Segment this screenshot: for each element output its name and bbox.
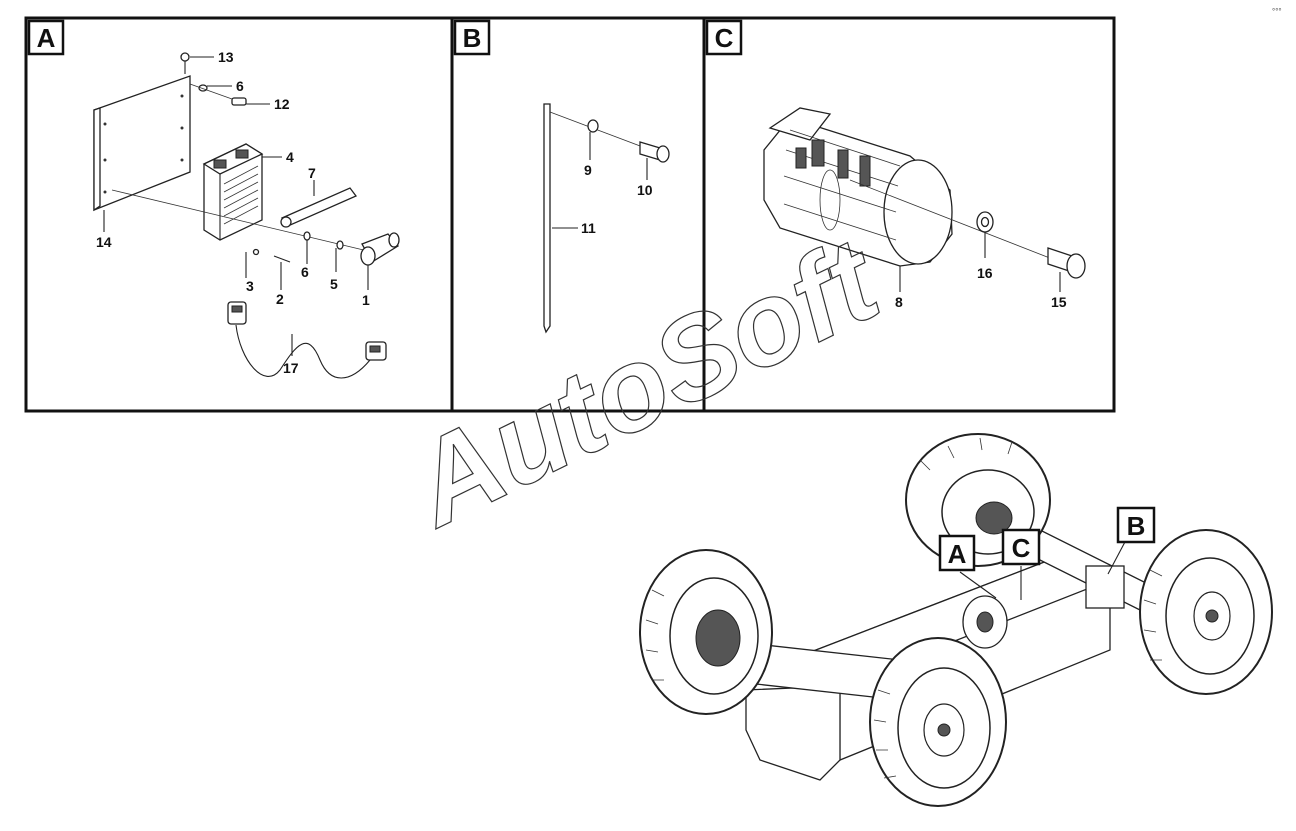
rod-11 (543, 103, 551, 334)
callout-7: 7 (308, 165, 316, 181)
panel-b-label: B (463, 23, 482, 53)
wheel-rear-right (869, 637, 1007, 807)
callout-8: 8 (895, 294, 903, 310)
callout-14: 14 (96, 234, 112, 250)
mounting-plate (93, 75, 191, 211)
wheel-front-left (905, 433, 1051, 567)
motor-8 (763, 107, 953, 267)
callout-11: 11 (581, 220, 596, 236)
callout-6-bottom: 6 (301, 264, 309, 280)
controller-module (202, 143, 264, 241)
callout-17: 17 (283, 360, 299, 376)
callout-4: 4 (286, 149, 294, 165)
watermark-text: AutoSoft (389, 212, 901, 552)
wheel-front-right (1139, 529, 1273, 695)
callout-13: 13 (218, 49, 234, 65)
pin-10 (639, 141, 670, 163)
corner-mark: °°° (1272, 7, 1282, 16)
cable-7 (280, 187, 358, 227)
callout-6-top: 6 (236, 78, 244, 94)
bolt-15 (1047, 247, 1086, 279)
vehicle-tag-a: A (938, 534, 976, 572)
bolt-2 (273, 255, 291, 263)
callouts-panel-b: 9 10 11 (581, 162, 653, 236)
vehicle-tag-c: C (1001, 528, 1041, 566)
nut-5 (336, 240, 344, 250)
callout-2: 2 (276, 291, 284, 307)
svg-text:A: A (948, 539, 967, 569)
svg-text:C: C (1012, 533, 1031, 563)
terminal-1 (360, 232, 400, 266)
callouts-panel-a: 13 6 12 4 7 14 3 2 6 5 1 17 (96, 49, 370, 376)
panel-a-label: A (37, 23, 56, 53)
vehicle-tag-b: B (1116, 506, 1156, 544)
panel-c-parts (763, 107, 1086, 292)
callout-12: 12 (274, 96, 290, 112)
panel-a-parts (93, 52, 400, 379)
callout-3: 3 (246, 278, 254, 294)
wheel-rear-left (639, 549, 773, 715)
callout-16: 16 (977, 265, 993, 281)
screw-13 (180, 52, 190, 62)
drive-unit (1085, 565, 1125, 609)
callouts-panel-c: 16 15 8 (895, 265, 1067, 310)
rear-block (745, 685, 841, 781)
panel-b-parts (543, 103, 670, 334)
callout-9: 9 (584, 162, 592, 178)
callout-5: 5 (330, 276, 338, 292)
washer-6-bottom (303, 231, 311, 241)
svg-text:B: B (1127, 511, 1146, 541)
panel-c-label: C (715, 23, 734, 53)
washer-9 (587, 119, 599, 133)
callout-1: 1 (362, 292, 370, 308)
callout-15: 15 (1051, 294, 1067, 310)
callout-10: 10 (637, 182, 653, 198)
washer-3 (252, 248, 260, 256)
bolt-12 (231, 97, 247, 106)
panel-c: C (702, 16, 1116, 413)
vehicle-chassis: A C B (639, 433, 1273, 807)
harness-17 (227, 301, 387, 379)
